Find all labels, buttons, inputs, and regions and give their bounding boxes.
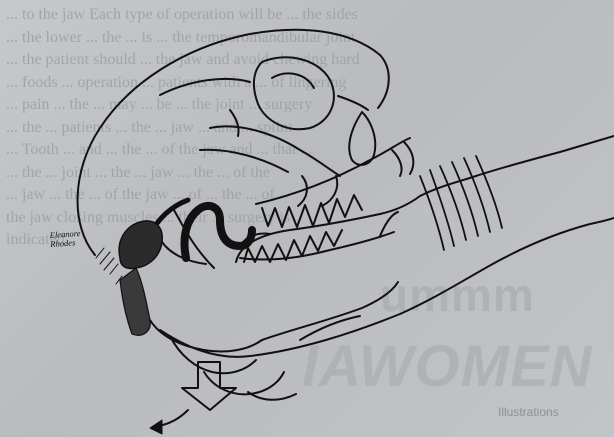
mastoid-hatching — [96, 248, 122, 284]
nasal-bone — [338, 96, 368, 110]
bracelet-band-3 — [440, 166, 466, 240]
down-arrow-icon — [182, 362, 236, 410]
upper-teeth-row — [262, 195, 362, 227]
thumb-outline — [236, 196, 420, 262]
upper-incisor — [392, 150, 402, 176]
mandibular-condyle — [119, 221, 162, 269]
finger-2 — [204, 372, 284, 394]
bracelet-band-4 — [452, 162, 478, 236]
skull-cranium-outline — [78, 30, 380, 255]
wrist-top — [476, 136, 614, 176]
temporal-line — [160, 79, 250, 95]
bracelet-band-6 — [476, 156, 502, 228]
hand-lower-outline — [160, 260, 500, 357]
wrist-bottom — [500, 218, 614, 260]
nasal-aperture — [349, 112, 375, 165]
artist-signature: Eleanore Rhodes — [49, 229, 81, 249]
upper-incisor-2 — [404, 142, 413, 174]
skull-forehead-outline — [378, 55, 389, 108]
orbit-inner — [272, 73, 314, 88]
condyle-neck-shading — [120, 268, 150, 335]
mandible-ramus — [150, 320, 262, 352]
bracelet-band-2 — [430, 170, 454, 246]
mandible-body-lower — [262, 282, 398, 340]
rotation-arrow-head — [150, 420, 162, 434]
cranial-suture — [230, 110, 239, 136]
bracelet-band-5 — [464, 158, 490, 232]
orbit-outline — [254, 57, 334, 129]
lower-incisor — [380, 212, 398, 236]
zygomatic-arch-lower — [200, 150, 288, 172]
